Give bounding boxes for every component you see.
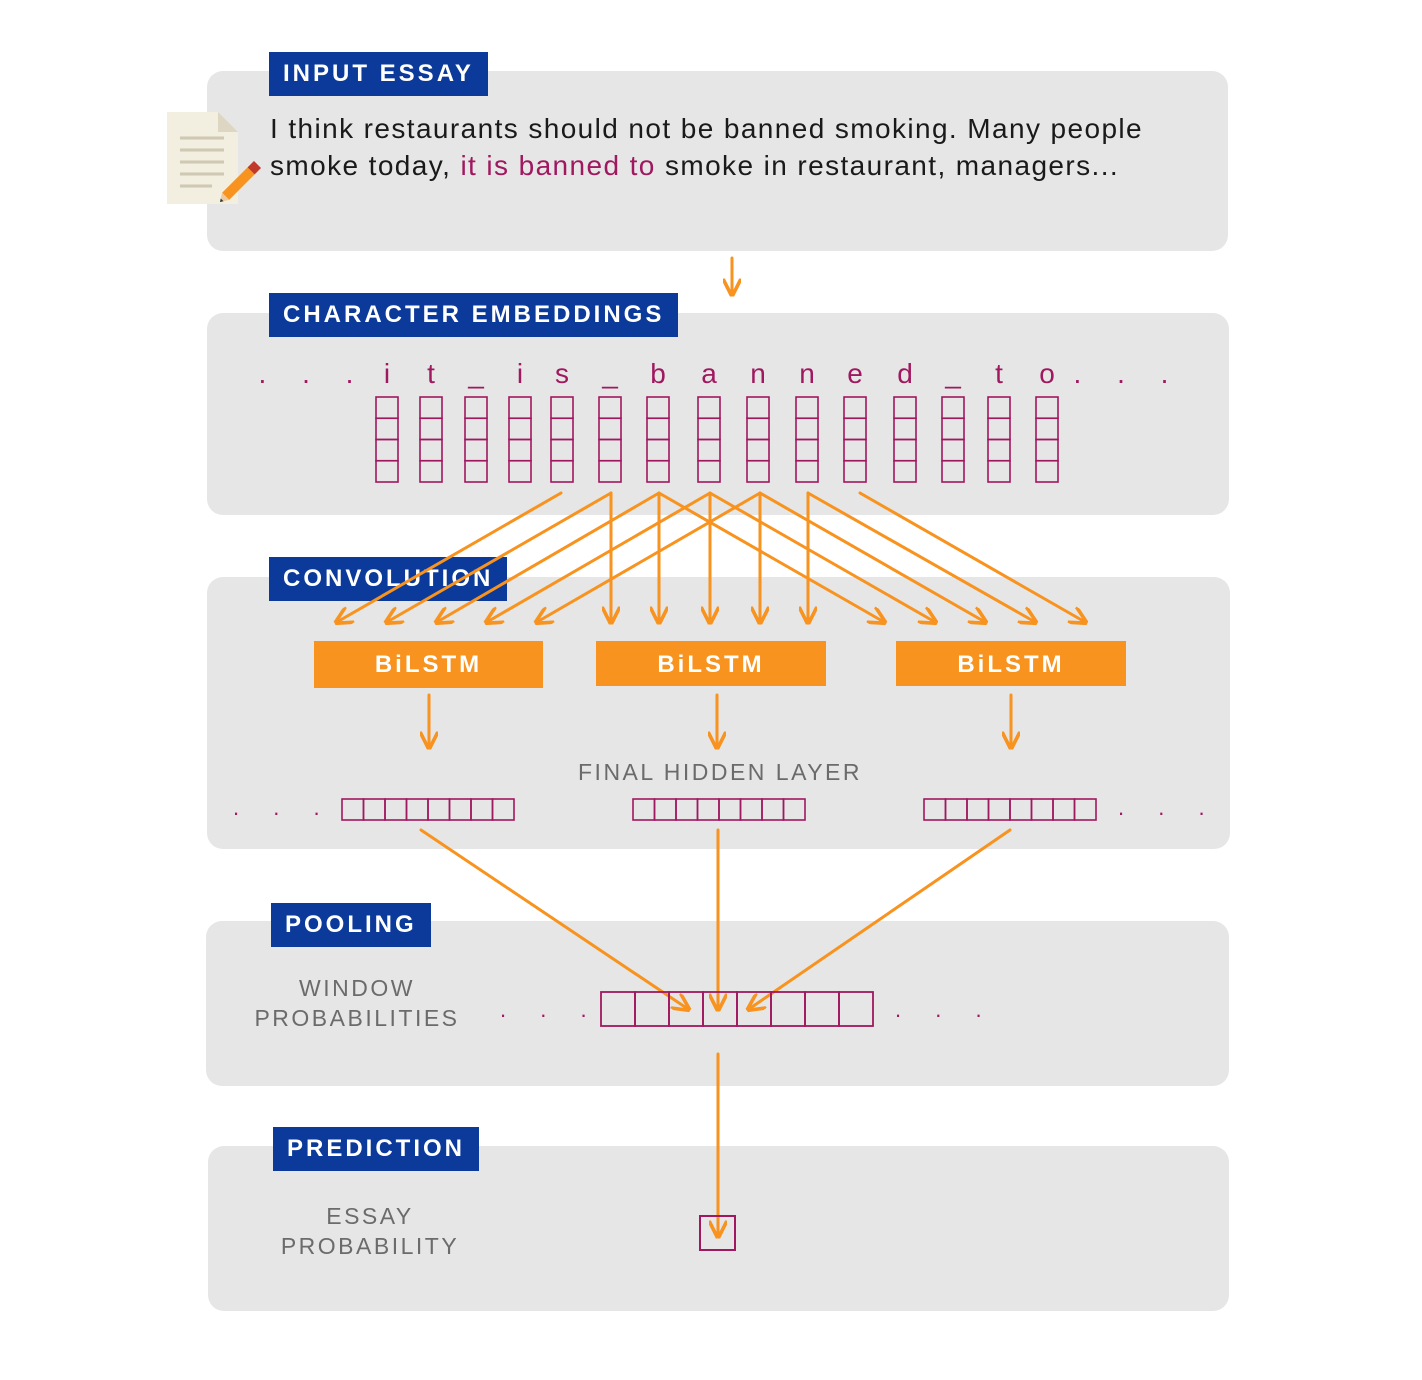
embedding-vector-12 bbox=[893, 396, 917, 483]
final-hidden-layer-label: FINAL HIDDEN LAYER bbox=[578, 759, 862, 785]
embedding-vector-2 bbox=[419, 396, 443, 483]
essay-probability-line2: PROBABILITY bbox=[280, 1233, 460, 1259]
pooling-ellipsis-right: . . . bbox=[895, 997, 996, 1022]
window-probabilities-line2: PROBABILITIES bbox=[254, 1005, 460, 1031]
conv-arrow-3 bbox=[437, 491, 661, 622]
essay-probability-line1: ESSAY bbox=[326, 1203, 414, 1229]
character-3: _ bbox=[467, 358, 484, 389]
essay-probability-cell bbox=[699, 1215, 736, 1251]
essay-text: I think restaurants should not be banned… bbox=[270, 110, 1220, 184]
conv-arrow-14 bbox=[806, 491, 1035, 622]
window-probability-cell-6 bbox=[770, 991, 806, 1027]
embedding-vector-6 bbox=[598, 396, 622, 483]
character-16: . . . bbox=[1074, 358, 1183, 389]
window-probabilities-label: WINDOW PROBABILITIES bbox=[232, 973, 482, 1033]
hidden-vector-2 bbox=[632, 798, 806, 821]
window-probabilities-line1: WINDOW bbox=[299, 975, 415, 1001]
essay-text-after: smoke in restaurant, managers... bbox=[655, 150, 1120, 181]
conv-arrow-11 bbox=[657, 491, 884, 622]
embedding-vector-13 bbox=[941, 396, 965, 483]
pooling-tag: POOLING bbox=[271, 903, 431, 947]
embedding-columns bbox=[375, 396, 1059, 483]
hidden-layer-vectors bbox=[341, 798, 1097, 821]
character-12: d bbox=[897, 358, 913, 389]
conv-arrow-12 bbox=[708, 491, 935, 622]
conv-arrow-1 bbox=[337, 491, 563, 622]
prediction-tag: PREDICTION bbox=[273, 1127, 480, 1171]
bilstm-block-1: BiLSTM bbox=[314, 641, 543, 688]
conv-arrow-4 bbox=[487, 491, 712, 622]
conv-arrow-13 bbox=[758, 491, 985, 622]
essay-probability-label: ESSAY PROBABILITY bbox=[250, 1201, 490, 1261]
window-probability-cell-2 bbox=[634, 991, 670, 1027]
essay-text-before: I think restaurants should not be banned… bbox=[270, 113, 1144, 181]
embedding-vector-11 bbox=[843, 396, 867, 483]
hidden-ellipsis-left: . . . bbox=[233, 795, 334, 820]
character-9: n bbox=[750, 358, 766, 389]
character-4: i bbox=[517, 358, 523, 389]
character-0: . . . bbox=[259, 358, 368, 389]
embedding-vector-4 bbox=[508, 396, 532, 483]
character-7: b bbox=[650, 358, 666, 389]
embedding-vector-15 bbox=[1035, 396, 1059, 483]
input-essay-tag: INPUT ESSAY bbox=[269, 52, 488, 96]
embedding-vector-8 bbox=[697, 396, 721, 483]
character-5: s bbox=[555, 358, 569, 389]
hidden-vector-3 bbox=[923, 798, 1097, 821]
conv-arrow-5 bbox=[537, 491, 762, 622]
character-row: . . . i t _ i s _ b a n n e d _ t o . . . bbox=[259, 358, 1183, 389]
character-14: t bbox=[995, 358, 1003, 389]
window-probabilities-vector bbox=[600, 991, 874, 1027]
character-1: i bbox=[384, 358, 390, 389]
window-probability-cell-4 bbox=[702, 991, 738, 1027]
bilstm-block-2: BiLSTM bbox=[596, 641, 826, 686]
essay-highlight: it is banned to bbox=[460, 150, 656, 181]
input-essay-panel bbox=[207, 71, 1228, 251]
bilstm-block-3: BiLSTM bbox=[896, 641, 1126, 686]
embedding-vector-3 bbox=[464, 396, 488, 483]
character-6: _ bbox=[601, 358, 618, 389]
conv-arrow-15 bbox=[858, 491, 1085, 622]
embedding-vector-14 bbox=[987, 396, 1011, 483]
character-embeddings-tag: CHARACTER EMBEDDINGS bbox=[269, 293, 679, 337]
character-15: o bbox=[1039, 358, 1055, 389]
pool-arrow-left bbox=[419, 828, 688, 1009]
embedding-vector-7 bbox=[646, 396, 670, 483]
conv-arrow-2 bbox=[387, 491, 613, 622]
character-10: n bbox=[799, 358, 815, 389]
character-11: e bbox=[847, 358, 863, 389]
embedding-vector-9 bbox=[746, 396, 770, 483]
window-probability-cell-1 bbox=[600, 991, 636, 1027]
pooling-ellipsis-left: . . . bbox=[500, 997, 601, 1022]
embedding-vector-5 bbox=[550, 396, 574, 483]
document-pencil-icon bbox=[167, 112, 262, 204]
window-probability-cell-8 bbox=[838, 991, 874, 1027]
window-probability-cell-7 bbox=[804, 991, 840, 1027]
pool-arrow-right bbox=[749, 828, 1012, 1009]
hidden-ellipsis-right: . . . bbox=[1118, 795, 1219, 820]
character-8: a bbox=[701, 358, 717, 389]
embedding-vector-1 bbox=[375, 396, 399, 483]
embedding-vector-10 bbox=[795, 396, 819, 483]
character-2: t bbox=[427, 358, 435, 389]
character-13: _ bbox=[944, 358, 961, 389]
hidden-vector-1 bbox=[341, 798, 515, 821]
